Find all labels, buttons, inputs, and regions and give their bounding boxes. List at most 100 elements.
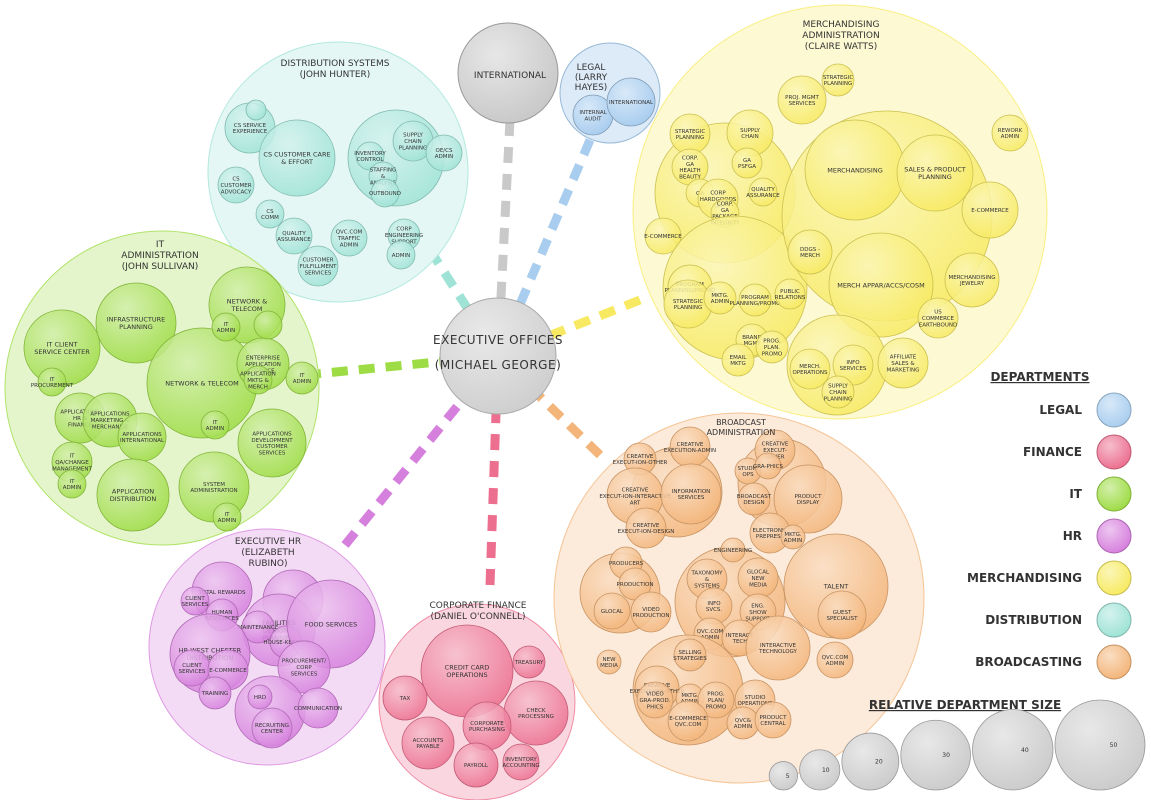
distribution-unit-label: SERVICES [305, 270, 332, 276]
merchandising-unit-bubble-15 [703, 281, 737, 315]
merchandising-unit-bubble-25 [961, 181, 1019, 239]
broadcasting-unit-bubble-31 [673, 638, 707, 672]
merchandising-unit-bubble-9 [748, 177, 778, 207]
size-legend-value-5: 50 [1110, 742, 1118, 749]
it-unit-bubble-5 [243, 365, 273, 395]
legend-swatch-finance [1096, 434, 1132, 470]
legend-swatch-broadcasting [1096, 644, 1132, 680]
broadcasting-unit-bubble-39 [667, 700, 709, 742]
merchandising-unit-label: MGMT [743, 341, 761, 347]
it-unit-label: APPLICATIONS [122, 432, 162, 438]
merchandising-unit-bubble-6 [731, 147, 763, 179]
distribution-unit-bubble-15 [245, 99, 267, 121]
hr-unit-bubble-16 [297, 687, 339, 729]
it-unit-label: IT [213, 420, 219, 426]
merchandising-unit-label: MKTG [730, 361, 746, 367]
distribution-unit-label: ENGINEERING [385, 233, 423, 239]
it-unit-label: MKTG & [247, 378, 269, 384]
broadcasting-unit-label: PROG. [707, 692, 725, 698]
distribution-unit-label: CS CUSTOMER CARE [263, 151, 330, 159]
distribution-unit-bubble-1 [258, 119, 336, 197]
broadcasting-unit-label: EXECUT-ION-INTERACTIVE [599, 494, 671, 500]
distribution-unit-label: & EFFORT [281, 158, 313, 166]
distribution-unit-label: QUALITY [282, 231, 306, 237]
dept-merchandising: PROJ. MGMTSERVICESSTRATEGICPLANNINGSTRAT… [632, 4, 1048, 420]
merchandising-unit-label: GA [721, 208, 729, 214]
finance-unit-label: PROCESSING [518, 714, 554, 720]
broadcasting-unit-bubble-11 [625, 507, 667, 549]
broadcasting-unit-label: GUEST [833, 610, 852, 616]
hr-unit-bubble-14 [247, 684, 273, 710]
hr-unit-label: FACILITIES [262, 619, 296, 627]
merchandising-unit-label: PROG. [763, 339, 781, 345]
size-legend-title: Relative Department Size [869, 698, 1061, 712]
merchandising-unit-label: BEAUTY [679, 174, 701, 180]
merchandising-unit-label: BRAND [742, 335, 761, 341]
broadcasting-unit-label: ADMIN [826, 661, 844, 667]
distribution-unit-label: QVC.COM [336, 230, 363, 236]
broadcasting-unit-label: ADMIN [734, 724, 752, 730]
distribution-unit-bubble-14 [275, 217, 313, 255]
merchandising-unit-bubble-28 [944, 252, 1000, 308]
it-unit-label: NETWORK & TELECOM [165, 379, 239, 387]
size-legend-circle-2 [841, 732, 900, 791]
merchandising-unit-label: CORP [710, 191, 726, 197]
broadcasting-unit-label: CREATIVE [762, 442, 789, 448]
merchandising-unit-label: US [934, 310, 942, 316]
merchandising-unit-bubble-24 [991, 114, 1029, 152]
finance-unit-bubble-6 [453, 742, 499, 788]
merchandising-unit-label: MERCHANDISING [949, 275, 996, 281]
center-subtitle: (Michael George) [435, 358, 562, 372]
merchandising-unit-label: ADMIN [711, 299, 729, 305]
hr-unit-label: CORP [296, 665, 312, 671]
it-unit-label: APPLICATION [245, 362, 281, 368]
merchandising-unit-bubble-1 [821, 63, 855, 97]
finance-unit-label: PAYROLL [464, 763, 489, 769]
distribution-unit-label: & [381, 174, 386, 180]
titles: Executive Offices (Michael George) Inter… [121, 20, 879, 622]
broadcasting-unit-bubble-26 [817, 590, 867, 640]
merchandising-unit-label: EARTHBOUND [919, 322, 958, 328]
it-title2: Administration [121, 251, 198, 261]
distribution-unit-label: CONTROL [357, 157, 385, 163]
distribution-unit-label: CUSTOMER [220, 183, 251, 189]
it-unit-label: ADMIN [63, 485, 81, 491]
broadcasting-unit-label: SERVICES [678, 495, 705, 501]
merchandising-unit-bubble-27 [828, 232, 934, 338]
distribution-unit-label: OUTBOUND [369, 191, 401, 197]
broadcasting-unit-label: QVC.COM [675, 722, 702, 728]
merchandising-unit-label: GA [743, 158, 751, 164]
finance-unit-label: TREASURY [514, 660, 544, 666]
distribution-unit-label: COMM [261, 215, 279, 221]
merchandising-unit-label: SUPPLY [828, 384, 848, 390]
finance-subtitle: (Daniel O'Connell) [430, 612, 525, 622]
distribution-unit-bubble-2 [217, 166, 255, 204]
it-unit-label: SERVICE CENTER [34, 348, 90, 356]
merchandising-unit-label: PROMO [762, 351, 783, 357]
merchandising-unit-label: MERCHANDISING [827, 166, 883, 174]
broadcasting-unit-bubble-10 [773, 464, 843, 534]
distribution-unit-label: ADMIN [340, 242, 358, 248]
it-unit-label: APPLICATION [240, 372, 276, 378]
merchandising-unit-label: SUPPLY [740, 128, 760, 134]
finance-title: Corporate Finance [430, 601, 527, 611]
broadcasting-unit-label: CREATIVE [677, 442, 704, 448]
broadcasting-unit-label: CENTRAL [760, 721, 786, 727]
broadcasting-unit-label: INFORMATION [672, 489, 711, 495]
it-unit-label: PLANNING [119, 323, 153, 331]
broadcasting-unit-label: CREATIVE [627, 454, 654, 460]
hr-unit-label: FOOD SERVICES [305, 620, 358, 628]
it-unit-label: IT [70, 454, 76, 460]
distribution-unit-label: ADMIN [435, 154, 453, 160]
size-legend-circle-5 [1054, 699, 1146, 791]
dept-finance: CREDIT CARDOPERATIONSTREASURYTAXCHECKPRO… [378, 603, 576, 800]
it-unit-label: MANAGEMENT [52, 466, 92, 472]
broadcasting-unit-bubble-33 [816, 641, 854, 679]
distribution-unit-bubble-13 [297, 245, 339, 287]
it-unit-label: NETWORK & [227, 298, 267, 306]
hr-unit-label: MAINTENANCE [238, 625, 279, 631]
merchandising-unit-label: PLANNING [676, 135, 705, 141]
it-unit-label: APPLICATIONS [252, 431, 292, 437]
legend-label-hr: HR [1063, 529, 1082, 543]
